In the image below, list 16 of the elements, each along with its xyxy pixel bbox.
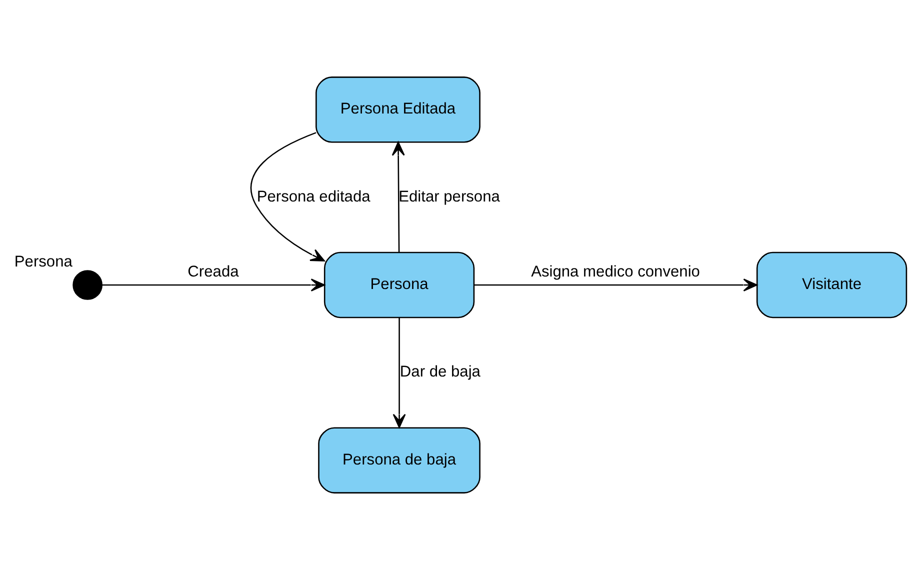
edge-label: Editar persona	[398, 188, 500, 205]
arrow	[392, 317, 406, 428]
edge-label: Persona editada	[256, 188, 370, 205]
edge-label: Creada	[188, 263, 239, 280]
arrow	[474, 278, 758, 291]
node-circle	[72, 270, 102, 300]
node-label: Persona	[14, 252, 72, 270]
edge-label: Asigna medico convenio	[531, 263, 700, 280]
edge-label: Dar de baja	[400, 363, 480, 380]
node-box: Persona Editada	[316, 76, 480, 142]
arrow	[392, 141, 405, 252]
node-box: Visitante	[756, 251, 908, 318]
arrow	[250, 132, 325, 261]
node-box: Persona de baja	[318, 426, 480, 493]
node-box: Persona	[324, 251, 475, 318]
arrow	[102, 278, 325, 291]
